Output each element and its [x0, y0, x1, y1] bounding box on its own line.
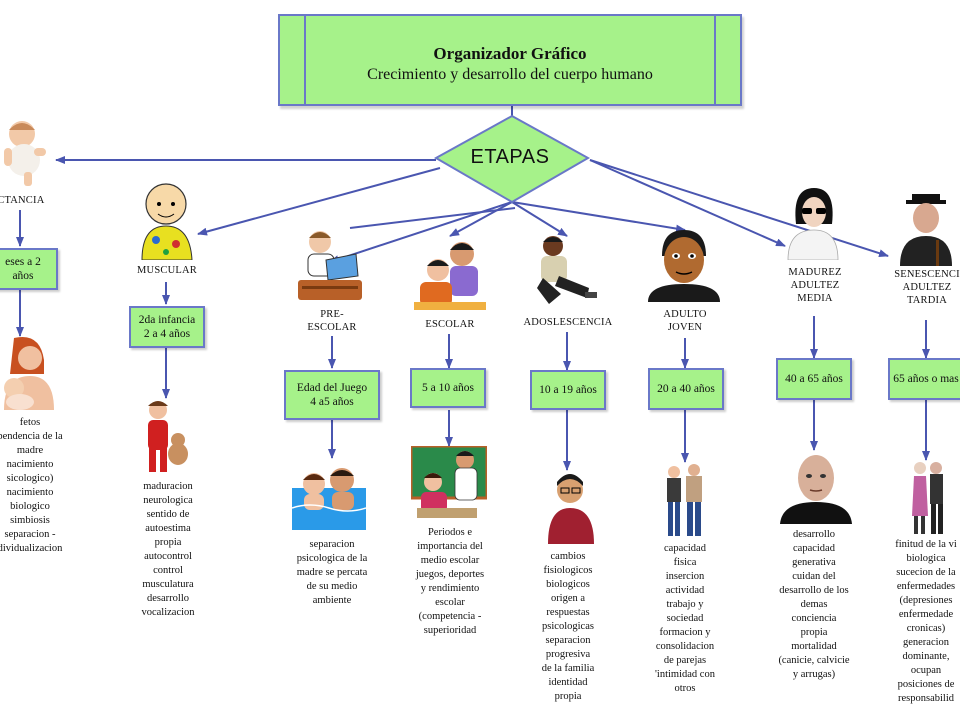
- age-box-adolescencia: 10 a 19 años: [530, 370, 606, 410]
- title-main: Organizador Gráfico: [433, 44, 587, 63]
- desc-madurez: desarrollo capacidad generativa cuidan d…: [778, 529, 850, 680]
- stage-label-preescolar: PRE- ESCOLAR: [307, 309, 357, 333]
- desc-adulto-joven: capacidad fisica insercion actividad tra…: [655, 543, 715, 694]
- age-box-adulto-joven: 20 a 40 años: [648, 368, 724, 410]
- age-box-senescencia: 65 años o mas: [888, 358, 960, 400]
- bald-man-icon: [780, 455, 852, 524]
- age-box-muscular: 2da infancia 2 a 4 años: [129, 306, 205, 348]
- age-box-lactancia: eses a 2 años: [0, 248, 58, 290]
- baby-icon: [4, 121, 46, 186]
- etapas-label: ETAPAS: [470, 146, 550, 168]
- teen-sitting-icon: [537, 236, 597, 304]
- desc-lactancia: fetos pendencia de la madre nacimiento s…: [0, 417, 63, 554]
- school-kids-icon: [414, 242, 486, 310]
- teacher-student-icon: [411, 446, 487, 518]
- stage-label-adolescencia: ADOSLESCENCIA: [523, 317, 613, 328]
- stage-label-muscular: MUSCULAR: [137, 265, 197, 276]
- woman-sunglasses-icon: [787, 188, 839, 260]
- desc-preescolar: separacion psicologica de la madre se pe…: [296, 539, 368, 606]
- stage-label-madurez: MADUREZ ADULTEZ MEDIA: [788, 267, 842, 304]
- elderly-man-icon: [900, 194, 952, 266]
- mother-baby-icon: [4, 336, 54, 410]
- desc-adolescencia: cambios fisiologicos biologicos origen a…: [541, 551, 595, 702]
- stage-label-senescencia: SENESCENCI ADULTEZ TARDIA: [894, 269, 960, 306]
- elderly-couple-icon: [912, 462, 943, 534]
- stage-label-lactancia: ACTANCIA: [0, 195, 45, 206]
- title-subtitle: Crecimiento y desarrollo del cuerpo huma…: [367, 66, 653, 83]
- stage-label-escolar: ESCOLAR: [425, 319, 475, 330]
- toddler-icon: [141, 183, 193, 260]
- age-box-preescolar: Edad del Juego 4 a5 años: [284, 370, 380, 420]
- preschool-reading-icon: [298, 231, 362, 300]
- couple-icon: [667, 464, 702, 536]
- title-box: Organizador Gráfico Crecimiento y desarr…: [278, 14, 742, 106]
- desc-senescencia: finitud de la vi biologica sucecion de l…: [895, 539, 957, 704]
- etapas-diamond: [433, 114, 591, 204]
- swimming-kids-icon: [292, 468, 366, 530]
- child-toy-icon: [148, 401, 188, 472]
- teen-portrait-icon: [548, 474, 594, 544]
- stage-label-adulto-joven: ADULTO JOVEN: [663, 309, 707, 333]
- young-adult-face-icon: [648, 230, 720, 302]
- age-box-escolar: 5 a 10 años: [410, 368, 486, 408]
- desc-escolar: Periodos e importancia del medio escolar…: [415, 527, 485, 636]
- age-box-madurez: 40 a 65 años: [776, 358, 852, 400]
- desc-muscular: maduracion neurologica sentido de autoes…: [141, 481, 195, 618]
